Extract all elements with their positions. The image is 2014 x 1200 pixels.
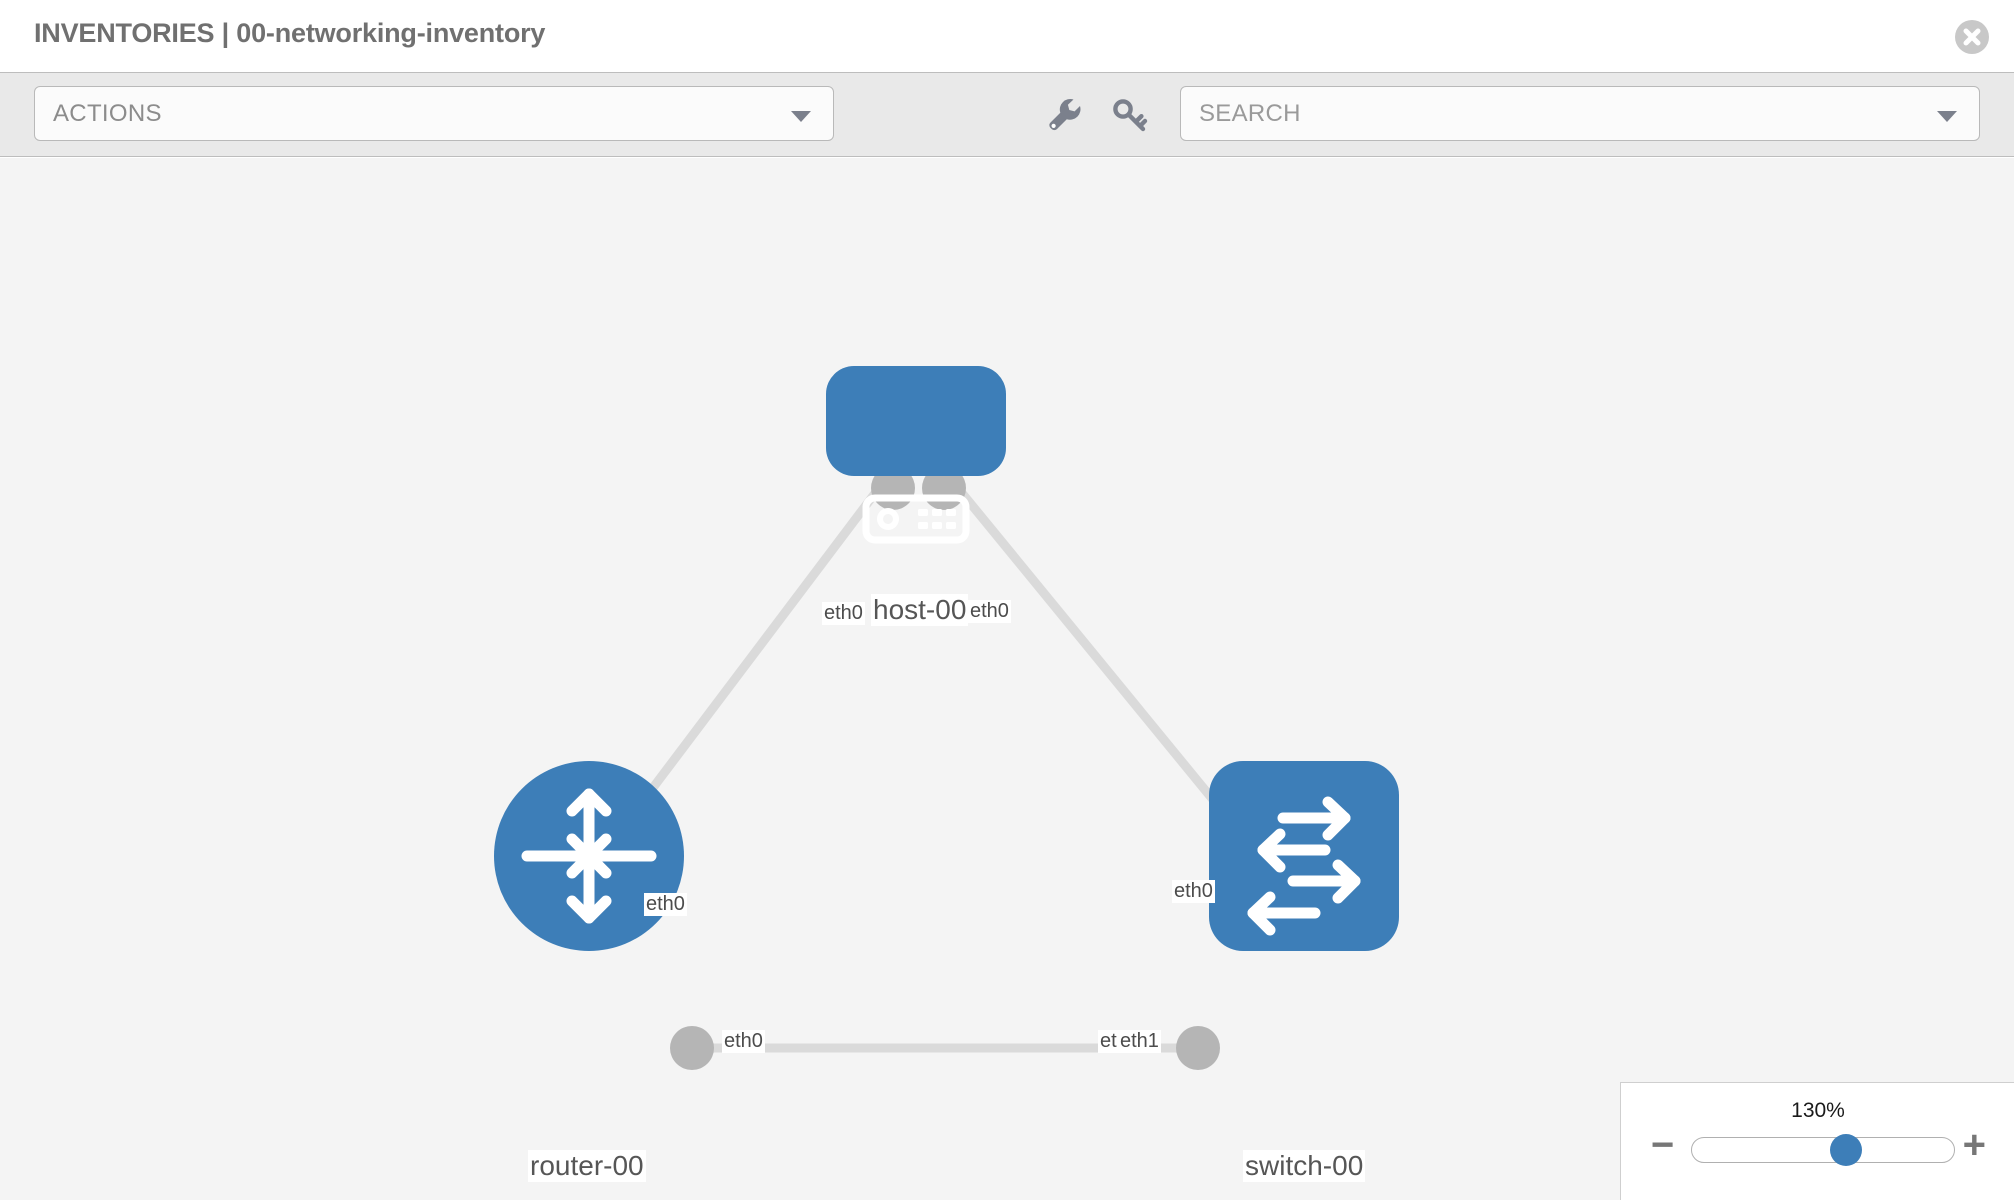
topology-canvas[interactable]: router-00 --> switch-00 --> switch-00 --… — [0, 158, 2014, 1200]
host-00-body — [826, 366, 1006, 476]
wrench-icon[interactable] — [1040, 91, 1086, 137]
topology-edges: router-00 --> switch-00 --> switch-00 --… — [596, 473, 1232, 1053]
edge-host00-switch00 — [944, 473, 1232, 821]
zoom-in-button[interactable]: + — [1962, 1123, 1986, 1167]
iface-label: eth1 — [1118, 1030, 1161, 1053]
switch-00-body — [1209, 761, 1399, 951]
node-router-00 — [494, 761, 684, 951]
zoom-slider-thumb[interactable] — [1830, 1134, 1862, 1166]
nub-switch00-left — [1176, 1026, 1220, 1070]
key-icon[interactable] — [1107, 91, 1153, 137]
node-switch-00 — [1209, 761, 1399, 951]
iface-label: eth0 — [644, 893, 687, 916]
close-icon[interactable] — [1955, 20, 1989, 54]
topology-connector-nubs — [670, 466, 1254, 1070]
iface-label: eth0 — [1172, 880, 1215, 903]
server-icon — [862, 494, 970, 544]
iface-label: eth0 — [968, 600, 1011, 623]
node-label-host-00: host-00 — [871, 594, 969, 626]
zoom-level-value: 130% — [1791, 1099, 1845, 1122]
node-label-switch-00: switch-00 — [1243, 1150, 1366, 1182]
iface-label: eth0 — [822, 602, 865, 625]
switch-icon — [1247, 796, 1361, 936]
search-chevron-down-icon[interactable] — [1937, 111, 1957, 122]
actions-dropdown[interactable]: ACTIONS — [34, 86, 834, 141]
iface-label: eth0 — [722, 1030, 765, 1053]
actions-dropdown-label: ACTIONS — [53, 100, 162, 127]
chevron-down-icon — [791, 111, 811, 122]
toolbar: ACTIONS — [0, 72, 2014, 157]
node-label-router-00: router-00 — [528, 1150, 646, 1182]
search-input[interactable] — [1199, 87, 1899, 140]
topology-graph: router-00 --> switch-00 --> switch-00 --… — [494, 366, 1399, 1070]
zoom-out-button[interactable]: − — [1651, 1123, 1675, 1167]
router-icon — [521, 788, 657, 924]
zoom-slider[interactable] — [1691, 1134, 1955, 1166]
zoom-control: 130% − + — [1620, 1082, 2014, 1200]
nub-router00-right — [670, 1026, 714, 1070]
page-header: INVENTORIES | 00-networking-inventory — [0, 0, 2014, 72]
node-host-00 — [826, 366, 1006, 544]
page-title: INVENTORIES | 00-networking-inventory — [34, 18, 546, 48]
search-box[interactable] — [1180, 86, 1980, 141]
